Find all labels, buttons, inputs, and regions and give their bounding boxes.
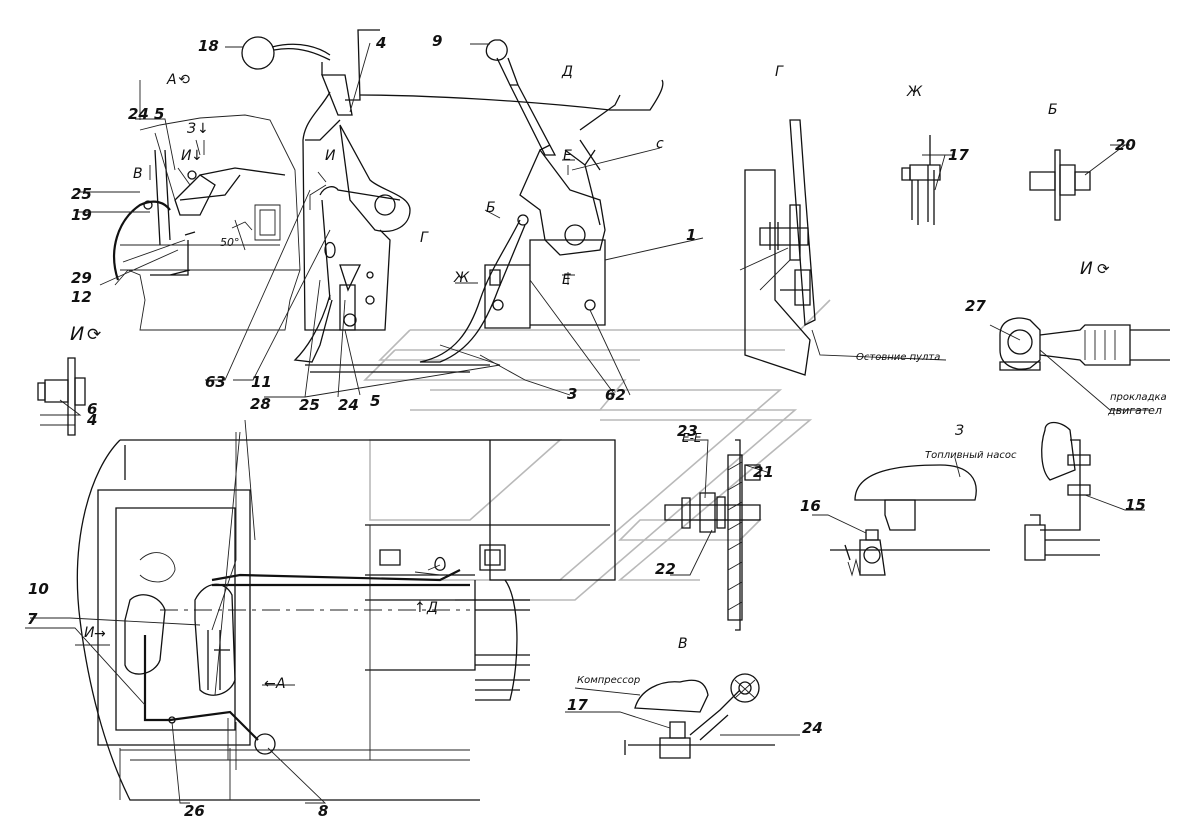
label-25: 25 [71, 185, 92, 203]
label-62: 62 [605, 386, 626, 404]
view-b-detail [1029, 149, 1091, 221]
lever-assembly [225, 29, 664, 373]
label-15: 15 [1125, 496, 1146, 514]
svg-text:←: ← [264, 676, 276, 692]
watermark [363, 299, 831, 601]
label-5b: 5 [370, 392, 380, 410]
view-label-a: А [166, 72, 177, 88]
view-v-compressor [565, 673, 800, 759]
label-63: 63 [205, 373, 226, 391]
label-5: 5 [154, 105, 164, 123]
label-26: 26 [184, 802, 205, 820]
view-label-b: Б [1048, 102, 1058, 118]
view-label-g2: Г [420, 230, 429, 246]
svg-text:↓: ↓ [191, 148, 203, 164]
label-9: 9 [432, 32, 442, 50]
label-24c: 24 [802, 719, 823, 737]
view-label-d: Д [561, 64, 573, 80]
svg-text:↓: ↓ [197, 121, 209, 137]
view-3-fuel-pump [812, 421, 1145, 577]
view-label-i2: И [325, 148, 336, 164]
view-label-vb: В [678, 636, 688, 652]
svg-text:↑: ↑ [414, 600, 426, 616]
label-3: 3 [567, 385, 577, 403]
view-label-3b: З [955, 423, 964, 439]
view-label-v: В [133, 166, 143, 182]
label-16: 16 [800, 497, 821, 515]
plan-view [25, 431, 616, 804]
note-prokl1: прокладка [1110, 392, 1167, 403]
view-label-b2: Б [486, 200, 496, 216]
view-i-hose [999, 317, 1170, 371]
angle-label: 50° [220, 236, 240, 249]
view-label-zh: Ж [906, 84, 923, 100]
label-4b: 4 [86, 411, 97, 429]
label-4: 4 [375, 34, 386, 52]
label-6: 6 [87, 400, 97, 418]
view-label-io2: И [70, 323, 84, 345]
view-label-i: И [181, 148, 192, 164]
label-1: 1 [686, 226, 696, 244]
label-12: 12 [71, 288, 92, 306]
section-title-e-e: Е-Е [682, 431, 702, 445]
note-prokl2: двигател [1107, 404, 1162, 417]
view-i-left-detail [37, 357, 86, 436]
section-label-e2: Е [562, 272, 571, 288]
label-28: 28 [250, 395, 271, 413]
leader-lines [40, 42, 1150, 541]
label-20: 20 [1115, 136, 1136, 154]
view-label-3: З [187, 121, 196, 137]
labels: 18 4 9 А ⟲ Д Г Ж Б 24 5 З ↓ И ↓ В 25 19 … [27, 32, 1167, 820]
label-10: 10 [28, 580, 49, 598]
view-zh-detail [901, 135, 941, 225]
label-29: 29 [71, 269, 92, 287]
ball-knob-18 [241, 36, 275, 70]
note-kompressor: Компрессор [577, 675, 640, 686]
note-ostov: Остовние пулта [856, 352, 940, 363]
label-c: с [656, 136, 664, 152]
view-label-a2: А [275, 676, 286, 692]
label-17: 17 [948, 146, 969, 164]
label-11: 11 [251, 373, 272, 391]
view-label-zh2: Ж [453, 270, 470, 286]
label-8: 8 [318, 802, 328, 820]
section-e-e [664, 439, 771, 631]
view-a-assembly [78, 80, 301, 331]
svg-text:⟳: ⟳ [87, 325, 101, 345]
view-g-bracket [739, 119, 816, 376]
view-label-io: И [1080, 259, 1093, 279]
label-18: 18 [198, 37, 219, 55]
svg-text:→: → [94, 626, 106, 642]
label-21: 21 [753, 463, 774, 481]
view-label-g: Г [775, 64, 784, 80]
label-24: 24 [128, 105, 149, 123]
label-7: 7 [27, 610, 38, 628]
label-23: 23 [677, 422, 698, 440]
note-toplivo: Топливный насос [925, 450, 1017, 461]
label-27: 27 [965, 297, 986, 315]
view-label-i-arrow: И [84, 625, 95, 641]
label-22: 22 [655, 560, 676, 578]
view-label-d2: Д [426, 600, 438, 616]
svg-text:⟳: ⟳ [1097, 260, 1110, 278]
section-label-e1: Е [563, 148, 572, 164]
label-17b: 17 [567, 696, 588, 714]
svg-text:⟲: ⟲ [178, 72, 191, 88]
label-24b: 24 [338, 396, 359, 414]
label-25b: 25 [299, 396, 320, 414]
label-19: 19 [71, 206, 92, 224]
